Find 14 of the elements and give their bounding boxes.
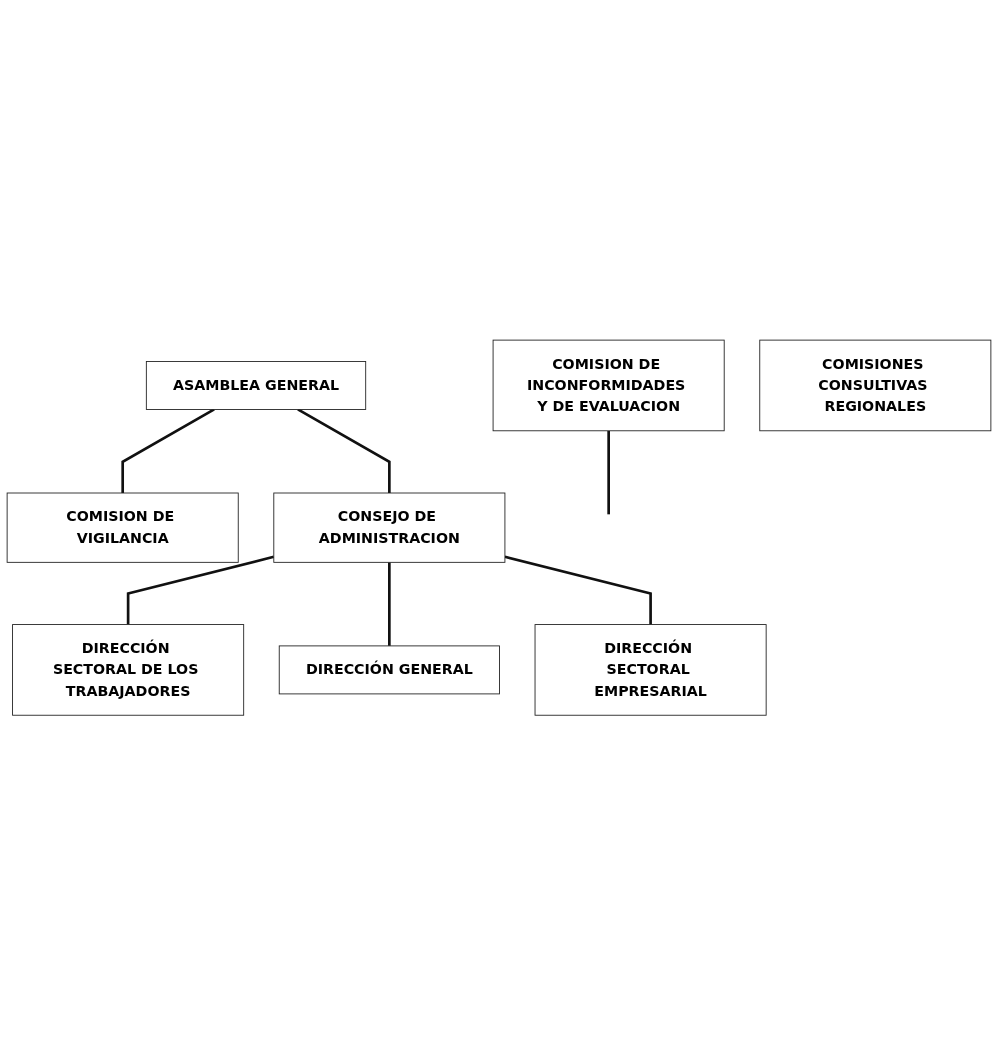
node-box: ASAMBLEA GENERAL xyxy=(145,360,367,410)
connector xyxy=(126,555,275,625)
connector xyxy=(504,555,652,625)
node-box: CONSEJO DE ADMINISTRACION xyxy=(273,492,506,563)
node-box: DIRECCIÓN SECTORAL EMPRESARIAL xyxy=(534,623,767,716)
node-box: DIRECCIÓN SECTORAL DE LOS TRABAJADORES xyxy=(12,623,245,716)
connector xyxy=(388,562,391,646)
connector xyxy=(607,430,610,515)
node-box: COMISIONES CONSULTIVAS REGIONALES xyxy=(759,339,992,432)
connector xyxy=(121,408,215,493)
node-box: COMISION DE VIGILANCIA xyxy=(6,492,239,563)
node-box: DIRECCIÓN GENERAL xyxy=(278,645,500,695)
connector xyxy=(297,408,391,493)
node-box: COMISION DE INCONFORMIDADES Y DE EVALUACION xyxy=(492,339,725,432)
